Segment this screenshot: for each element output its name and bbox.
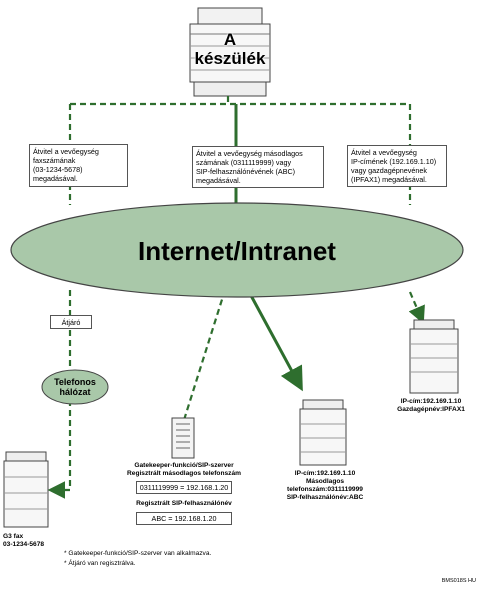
right-device-icon	[409, 319, 459, 394]
callout-fax-number: Átvitel a vevőegység faxszámának (03-123…	[29, 144, 128, 187]
sip-username-title: Regisztrált SIP-felhasználónév	[136, 500, 232, 507]
g3-fax-label: G3 fax 03-1234-5678	[3, 533, 45, 548]
top-device-icon	[189, 7, 271, 97]
figure-code: BMS018S HU	[441, 578, 476, 584]
center-device-icon	[299, 399, 347, 466]
g3-fax-device-icon	[3, 451, 49, 528]
network-label: Internet/Intranet	[138, 236, 336, 266]
server-icon	[171, 417, 195, 459]
network-ellipse	[10, 202, 464, 298]
center-device-label: IP-cím:192.169.1.10 Másodlagos telefonsz…	[286, 470, 364, 501]
phone-network-ellipse	[41, 369, 109, 405]
gateway-box: Átjáró	[50, 315, 92, 329]
device-label: A készülék	[194, 30, 266, 68]
secondary-number-mapping: 0311119999 = 192.168.1.20	[136, 481, 232, 494]
footnote-2: * Átjáró van regisztrálva.	[64, 560, 136, 567]
callout-secondary-number: Átvitel a vevőegység másodlagos számának…	[192, 146, 324, 188]
phone-network-label: Telefonos hálózat	[54, 377, 96, 397]
footnote-1: * Gatekeeper-funkció/SIP-szerver van alk…	[64, 550, 212, 557]
sip-username-mapping: ABC = 192.168.1.20	[136, 512, 232, 525]
callout-ip-address: Átvitel a vevőegység IP-címének (192.169…	[347, 145, 447, 187]
server-title: Gatekeeper-funkció/SIP-szerver Regisztrá…	[127, 462, 241, 477]
right-device-label: IP-cím:192.169.1.10 Gazdagépnév:IPFAX1	[397, 398, 465, 413]
